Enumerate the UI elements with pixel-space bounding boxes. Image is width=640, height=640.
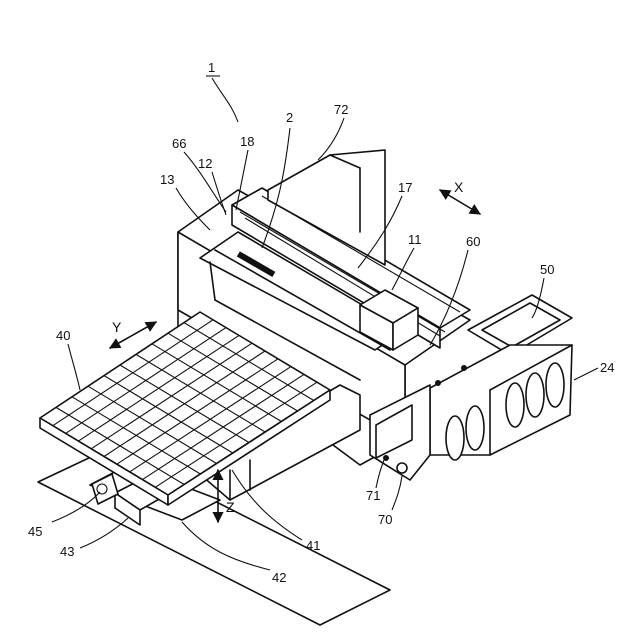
label-45: 45	[28, 524, 42, 539]
label-2: 2	[286, 110, 293, 125]
label-50: 50	[540, 262, 554, 277]
label-72: 72	[334, 102, 348, 117]
axis-label-y: Y	[112, 319, 122, 335]
label-12: 12	[198, 156, 212, 171]
label-24: 24	[600, 360, 614, 375]
label-42: 42	[272, 570, 286, 585]
label-71: 71	[366, 488, 380, 503]
axis-label-z: Z	[226, 499, 235, 515]
label-18: 18	[240, 134, 254, 149]
label-60: 60	[466, 234, 480, 249]
label-66: 66	[172, 136, 186, 151]
label-70: 70	[378, 512, 392, 527]
label-13: 13	[160, 172, 174, 187]
label-40: 40	[56, 328, 70, 343]
axis-label-x: X	[454, 179, 464, 195]
label-1: 1	[208, 60, 215, 75]
label-43: 43	[60, 544, 74, 559]
label-17: 17	[398, 180, 412, 195]
label-41: 41	[306, 538, 320, 553]
label-11: 11	[408, 232, 422, 247]
